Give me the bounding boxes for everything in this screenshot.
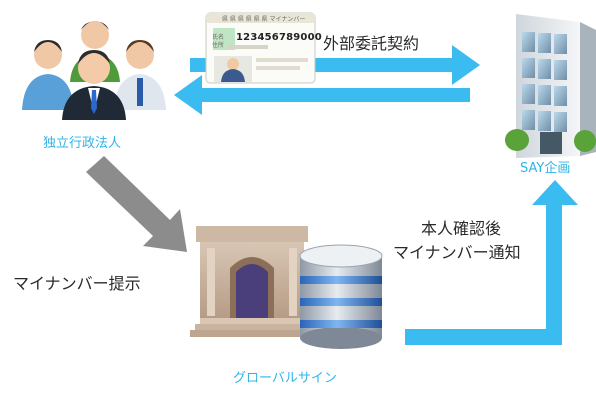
database-icon [299,244,383,349]
card-field-label-address: 住所 [212,42,225,49]
notify-label-line2: マイナンバー通知 [393,243,521,262]
card-header-text: 県 県 県 県 県 県 マイナンバー [222,16,306,23]
submit-arrow [86,156,187,252]
tree-right [574,130,596,152]
contract-label: 外部委託契約 [323,34,420,53]
notify-arrow [405,180,578,345]
card-field-label-name: 氏名 [212,34,225,41]
bank-building-icon [190,226,314,337]
agency-label: 独立行政法人 [43,136,122,151]
card-number: 123456789000 [236,32,322,43]
office-building-icon [505,14,596,158]
contract-arrow-left [174,75,470,115]
id-card [205,12,316,84]
card-chip [213,28,235,50]
people-group-icon [22,21,166,120]
notify-label-line1: 本人確認後 [421,219,502,238]
submit-label: マイナンバー提示 [13,274,141,293]
say-label: SAY企画 [520,161,571,176]
tree-left [505,129,529,151]
globalsign-label: グローバルサイン [233,371,337,386]
